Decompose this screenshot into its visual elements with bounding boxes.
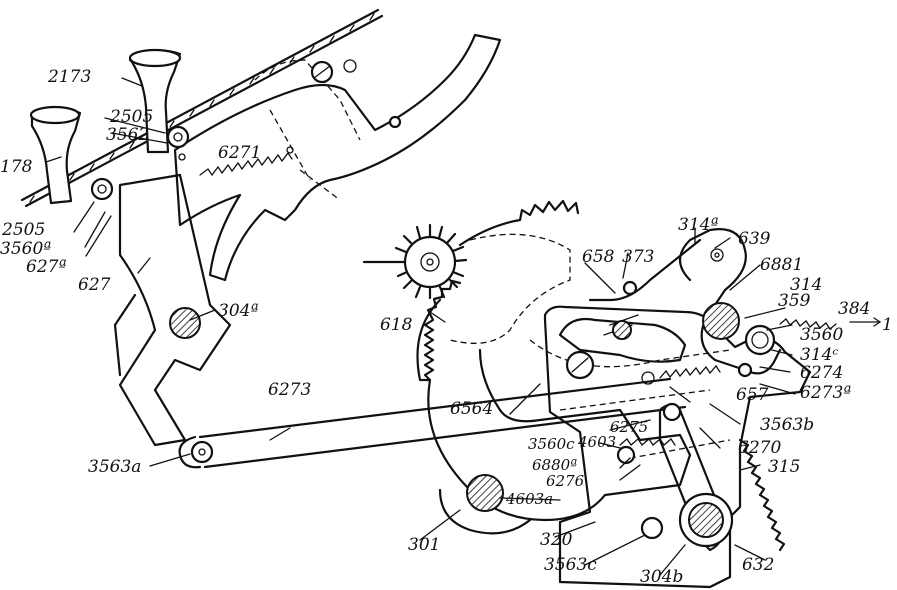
pivot-3560 — [744, 324, 776, 356]
pivot-304b — [688, 502, 724, 538]
label-627a: 627ª — [26, 257, 67, 277]
label-6270: 6270 — [738, 438, 781, 458]
label-6273a: 6273ª — [800, 383, 851, 403]
label-3560: 3560 — [800, 325, 843, 345]
label-304a: 304ª — [218, 301, 259, 321]
sector-gear-618 — [416, 199, 580, 382]
type-rail — [20, 8, 384, 208]
label-359: 359 — [778, 291, 811, 311]
key-lever-178 — [29, 105, 82, 205]
label-3563a: 3563a — [88, 457, 141, 477]
label-373: 373 — [622, 247, 654, 267]
label-639: 639 — [738, 229, 771, 249]
spring-6274 — [659, 364, 721, 379]
label-6273: 6273 — [268, 380, 311, 400]
label-1: 1 — [882, 315, 893, 335]
label-6271: 6271 — [218, 143, 261, 163]
label-314c: 314ᶜ — [800, 345, 838, 365]
label-6274: 6274 — [800, 363, 843, 383]
label-178: 178 — [0, 157, 33, 177]
label-384: 384 — [838, 299, 870, 319]
pivot-2505-upper — [166, 125, 190, 149]
bellcrank-320 — [427, 348, 692, 535]
label-658: 658 — [582, 247, 615, 267]
lever-314 — [588, 228, 782, 378]
spring-384 — [779, 318, 837, 330]
label-4603: 4603 — [577, 433, 616, 451]
spring-6271 — [199, 151, 293, 177]
pivot-301 — [466, 474, 504, 512]
label-6881: 6881 — [760, 255, 803, 275]
key-arm-upper — [173, 33, 502, 282]
label-2505-top: 2505 — [109, 107, 153, 127]
label-2173: 2173 — [47, 67, 91, 87]
label-304b: 304b — [640, 567, 683, 587]
label-6880a: 6880ª — [532, 456, 577, 474]
pivot-2505-lower — [90, 177, 114, 201]
label-4603a: 4603a — [505, 490, 553, 508]
label-632: 632 — [742, 555, 774, 575]
labels: 2173 2505 3562 178 6271 2505 3560ª 627ª … — [0, 67, 893, 587]
label-657: 657 — [736, 385, 769, 405]
label-301: 301 — [408, 535, 440, 555]
label-6275: 6275 — [610, 418, 648, 436]
star-wheel-618 — [362, 223, 468, 300]
label-3560a: 3560ª — [0, 239, 51, 259]
leader-lines — [45, 77, 796, 576]
lever-627 — [113, 173, 232, 447]
shaft-314 — [702, 302, 740, 340]
label-320: 320 — [540, 530, 573, 550]
label-3563b: 3563b — [760, 415, 814, 435]
label-314a: 314ª — [678, 215, 719, 235]
label-2505-bottom: 2505 — [1, 220, 45, 240]
label-315: 315 — [768, 457, 800, 477]
pivot-304a — [169, 307, 201, 339]
arrow-1-head — [873, 317, 882, 327]
rack-632 — [738, 438, 786, 552]
pivot-3563c — [640, 516, 664, 540]
label-3563c: 3563c — [544, 555, 597, 575]
label-314: 314 — [790, 275, 822, 295]
label-6564: 6564 — [450, 399, 493, 419]
pin-373 — [612, 320, 632, 340]
label-627: 627 — [78, 275, 111, 295]
key-lever-2173 — [128, 48, 182, 154]
label-3562: 3562 — [106, 125, 149, 145]
label-3560c: 3560c — [528, 435, 575, 453]
link-6273 — [178, 377, 687, 469]
label-6276: 6276 — [546, 472, 585, 490]
label-618: 618 — [380, 315, 413, 335]
